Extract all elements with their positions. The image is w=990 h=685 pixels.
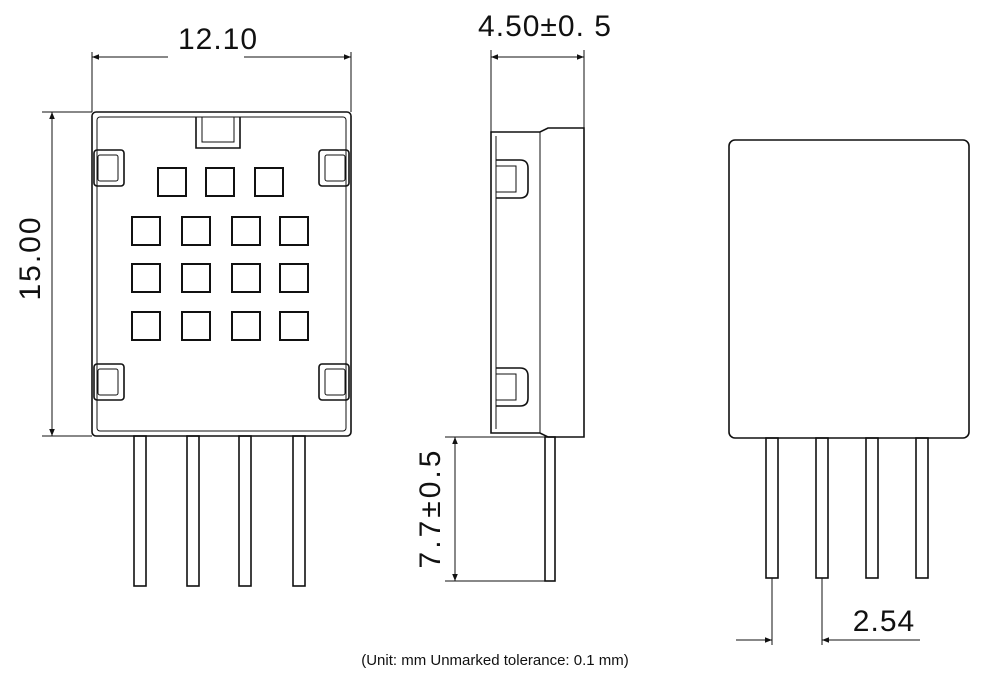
back-view (728, 139, 970, 645)
vent-holes (131, 167, 309, 341)
height-dimension-label: 15.00 (14, 215, 47, 300)
front-pins (133, 435, 306, 587)
side-view (445, 50, 585, 582)
units-caption: (Unit: mm Unmarked tolerance: 0.1 mm) (361, 652, 629, 669)
pin-length-dimension-label: 7.7±0.5 (414, 448, 447, 569)
pin-pitch-dimension-label: 2.54 (853, 605, 915, 638)
width-dimension-label: 12.10 (178, 23, 258, 56)
depth-dimension-label: 4.50±0. 5 (478, 10, 612, 43)
back-pins (765, 437, 929, 579)
front-view (42, 52, 352, 587)
